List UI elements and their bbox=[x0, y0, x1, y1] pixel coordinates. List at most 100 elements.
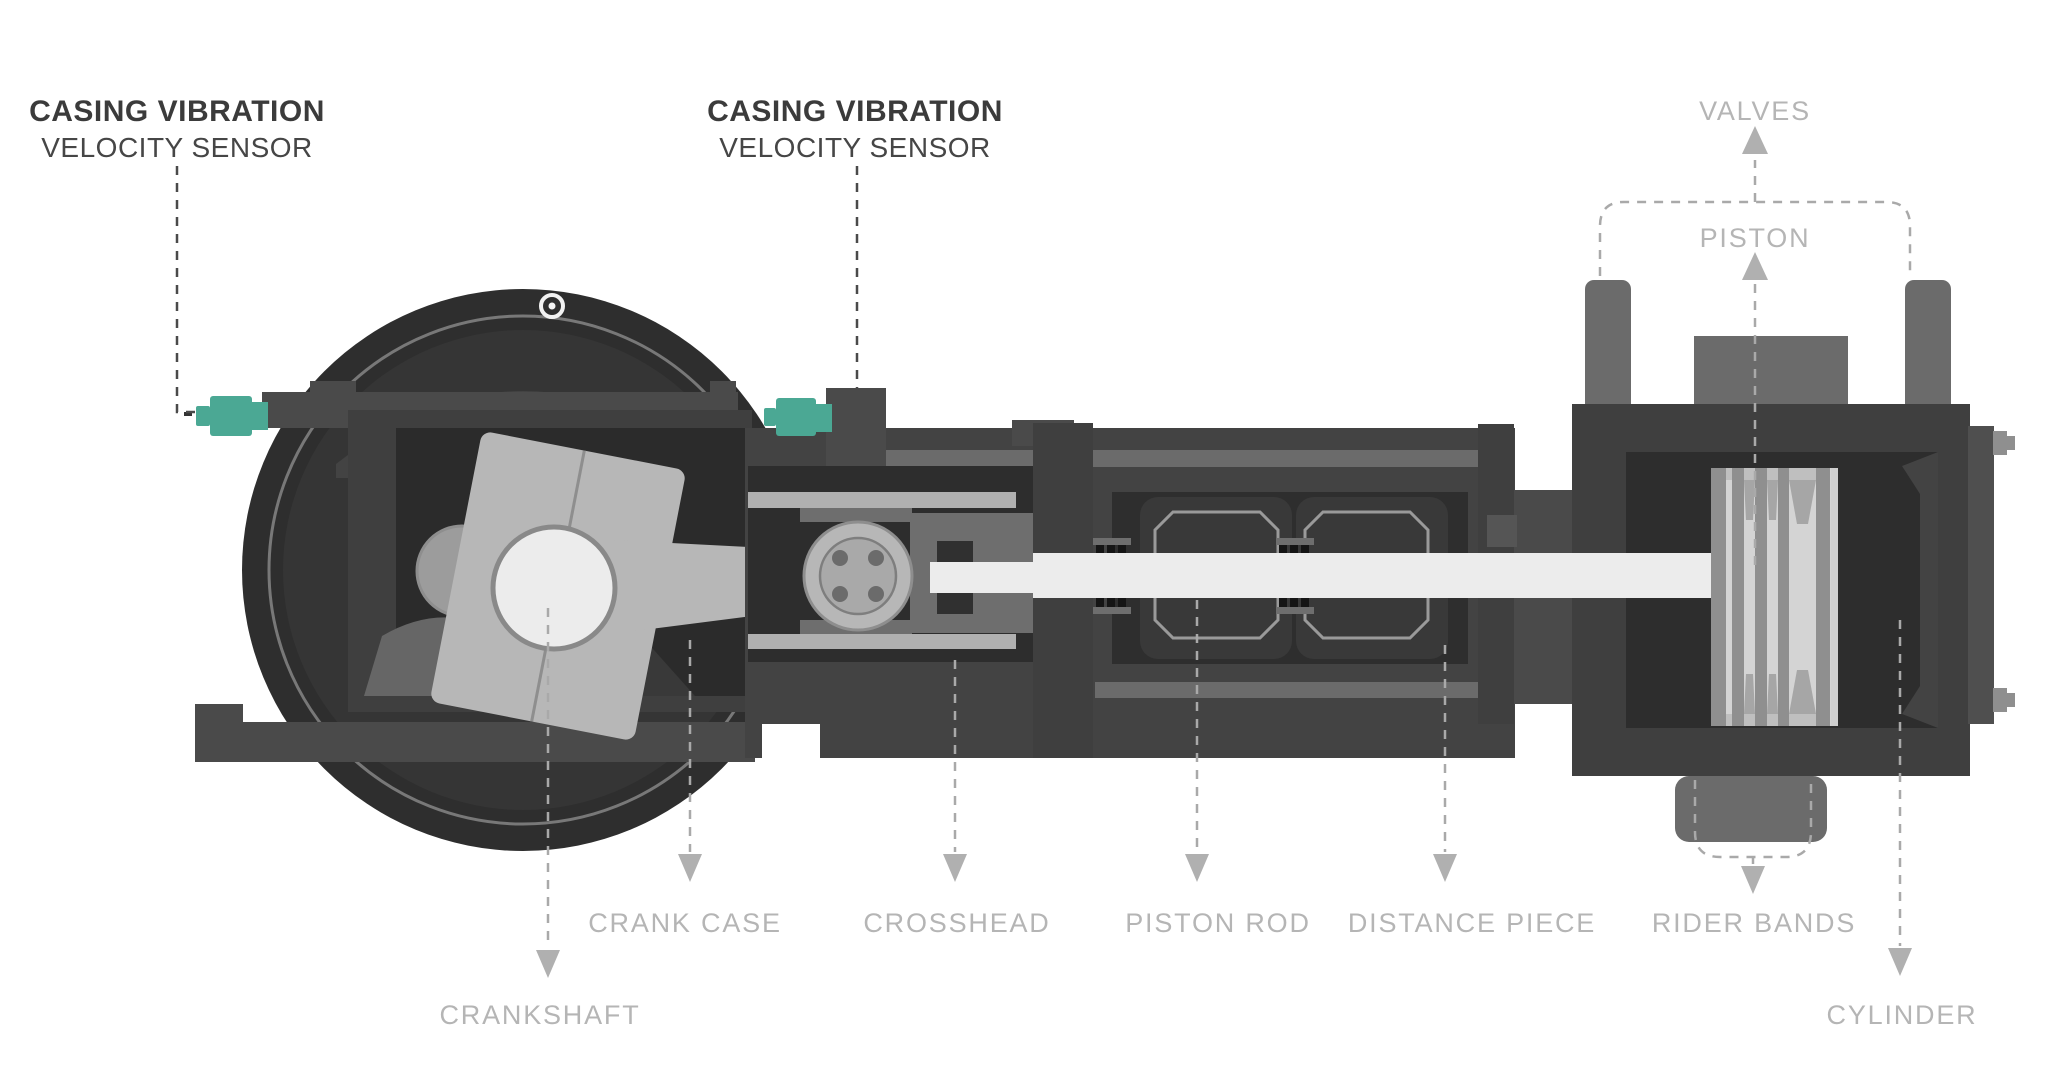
crosshead-shoe-top bbox=[800, 508, 912, 522]
cylinder-top-boss bbox=[1694, 336, 1848, 408]
arrow-up-piston-icon bbox=[1742, 252, 1768, 280]
packing-ring bbox=[1290, 545, 1298, 556]
packing-ring bbox=[1096, 596, 1104, 607]
sensor-body bbox=[210, 396, 252, 436]
packing-ring bbox=[1279, 545, 1287, 556]
packing-ring bbox=[1096, 545, 1104, 556]
casing-bolt-center bbox=[548, 302, 556, 310]
sensor-body bbox=[776, 398, 816, 436]
sensor-base bbox=[816, 404, 832, 432]
sensor-boss-right bbox=[826, 388, 886, 468]
mount-bar-tab-right bbox=[710, 381, 736, 393]
cylinder-bottom-tab bbox=[1675, 776, 1827, 842]
head-bolt-icon bbox=[1993, 688, 2007, 712]
crank-case-foot-step bbox=[195, 704, 243, 724]
pin-bolt-icon bbox=[832, 586, 848, 602]
packing-ring bbox=[1290, 596, 1298, 607]
rider-band bbox=[1732, 468, 1744, 726]
rider-band bbox=[1778, 468, 1789, 726]
leader-valves-bracket bbox=[1598, 200, 1912, 276]
arrow-down-crosshead-icon bbox=[943, 854, 967, 882]
piston-bottom-shade bbox=[1726, 714, 1816, 726]
crosshead-pin bbox=[818, 536, 898, 616]
frame-top-band bbox=[872, 450, 1478, 467]
label-crank-case: CRANK CASE bbox=[588, 908, 782, 938]
cylinder-head-pocket bbox=[1902, 452, 1938, 728]
frame-foot-notch bbox=[762, 724, 820, 772]
packing-ring bbox=[1107, 596, 1115, 607]
sensor-tip-dash bbox=[184, 412, 192, 416]
ring-groove bbox=[1744, 480, 1755, 520]
piston-top-shade bbox=[1726, 468, 1816, 480]
packing-bar bbox=[1093, 607, 1131, 614]
piston-rod-shaft bbox=[1033, 553, 1715, 598]
leader-rider-bands-bracket bbox=[1693, 780, 1813, 864]
crosshead-pin-assembly bbox=[802, 520, 914, 632]
arrow-down-cylinder-icon bbox=[1888, 948, 1912, 976]
label-sensor-left-line1: CASING VIBRATION bbox=[29, 95, 325, 128]
sensor-tip bbox=[764, 408, 776, 426]
slide-plate-top bbox=[748, 492, 1016, 508]
label-piston: PISTON bbox=[1700, 223, 1811, 253]
arrow-down-piston-rod-icon bbox=[1185, 854, 1209, 882]
label-rider-bands: RIDER BANDS bbox=[1652, 908, 1856, 938]
sensor-tip bbox=[196, 406, 210, 426]
packing-ring bbox=[1118, 596, 1126, 607]
rod-clamp-top bbox=[937, 541, 973, 562]
packing-ring bbox=[1279, 596, 1287, 607]
packing-ring bbox=[1301, 596, 1309, 607]
valve-stem-left bbox=[1585, 280, 1631, 420]
sensor-base bbox=[252, 402, 268, 430]
piston-rod-assembly bbox=[930, 541, 1715, 614]
crank-case-floor bbox=[195, 722, 755, 762]
pin-bolt-icon bbox=[868, 550, 884, 566]
rider-band bbox=[1711, 468, 1726, 726]
label-crankshaft: CRANKSHAFT bbox=[439, 1000, 640, 1030]
label-sensor-right-line2: VELOCITY SENSOR bbox=[719, 132, 991, 163]
vibration-sensor-left-icon bbox=[184, 396, 268, 436]
packing-ring bbox=[1301, 545, 1309, 556]
crankshaft-pin bbox=[490, 524, 618, 652]
vibration-sensor-right-icon bbox=[764, 398, 832, 436]
rider-band bbox=[1755, 468, 1767, 726]
slide-plate-bottom bbox=[748, 634, 1016, 649]
packing-bar bbox=[1276, 538, 1314, 545]
head-bolt-tip bbox=[2007, 436, 2015, 450]
frame-bottom-band bbox=[1095, 682, 1478, 698]
label-valves: VALVES bbox=[1699, 96, 1811, 126]
ring-groove bbox=[1744, 674, 1755, 714]
cylinder-head-cap bbox=[1968, 426, 1994, 724]
packing-bar bbox=[1093, 538, 1131, 545]
rod-clamp-bottom bbox=[937, 593, 973, 614]
ring-groove bbox=[1789, 480, 1816, 524]
arrow-down-distance-piece-icon bbox=[1433, 854, 1457, 882]
label-distance-piece: DISTANCE PIECE bbox=[1348, 908, 1596, 938]
pin-bolt-icon bbox=[868, 586, 884, 602]
packing-ring bbox=[1107, 545, 1115, 556]
ring-groove bbox=[1789, 670, 1816, 714]
label-crosshead: CROSSHEAD bbox=[863, 908, 1050, 938]
label-sensor-left-line2: VELOCITY SENSOR bbox=[41, 132, 313, 163]
valve-stem-right bbox=[1905, 280, 1951, 420]
packing-ring bbox=[1118, 545, 1126, 556]
mount-bar-tab-left bbox=[310, 381, 356, 393]
piston-assembly bbox=[1711, 468, 1838, 726]
neck-step bbox=[1487, 515, 1517, 547]
label-sensor-right-line1: CASING VIBRATION bbox=[707, 95, 1003, 128]
packing-bar bbox=[1276, 607, 1314, 614]
head-bolt-tip bbox=[2007, 693, 2015, 707]
pin-bolt-icon bbox=[832, 550, 848, 566]
arrow-down-crankshaft-icon bbox=[536, 950, 560, 978]
arrow-down-rider-bands-icon bbox=[1741, 866, 1765, 894]
label-piston-rod: PISTON ROD bbox=[1125, 908, 1311, 938]
ring-groove bbox=[1767, 674, 1778, 714]
head-bolt-icon bbox=[1993, 431, 2007, 455]
leader-sensor-right bbox=[838, 166, 859, 419]
piston-end-strip bbox=[1830, 468, 1838, 726]
piston-rod-neck bbox=[930, 562, 1040, 593]
arrow-up-valves-icon bbox=[1742, 126, 1768, 154]
leader-sensor-left bbox=[175, 166, 196, 414]
arrow-down-crank-case-icon bbox=[678, 854, 702, 882]
